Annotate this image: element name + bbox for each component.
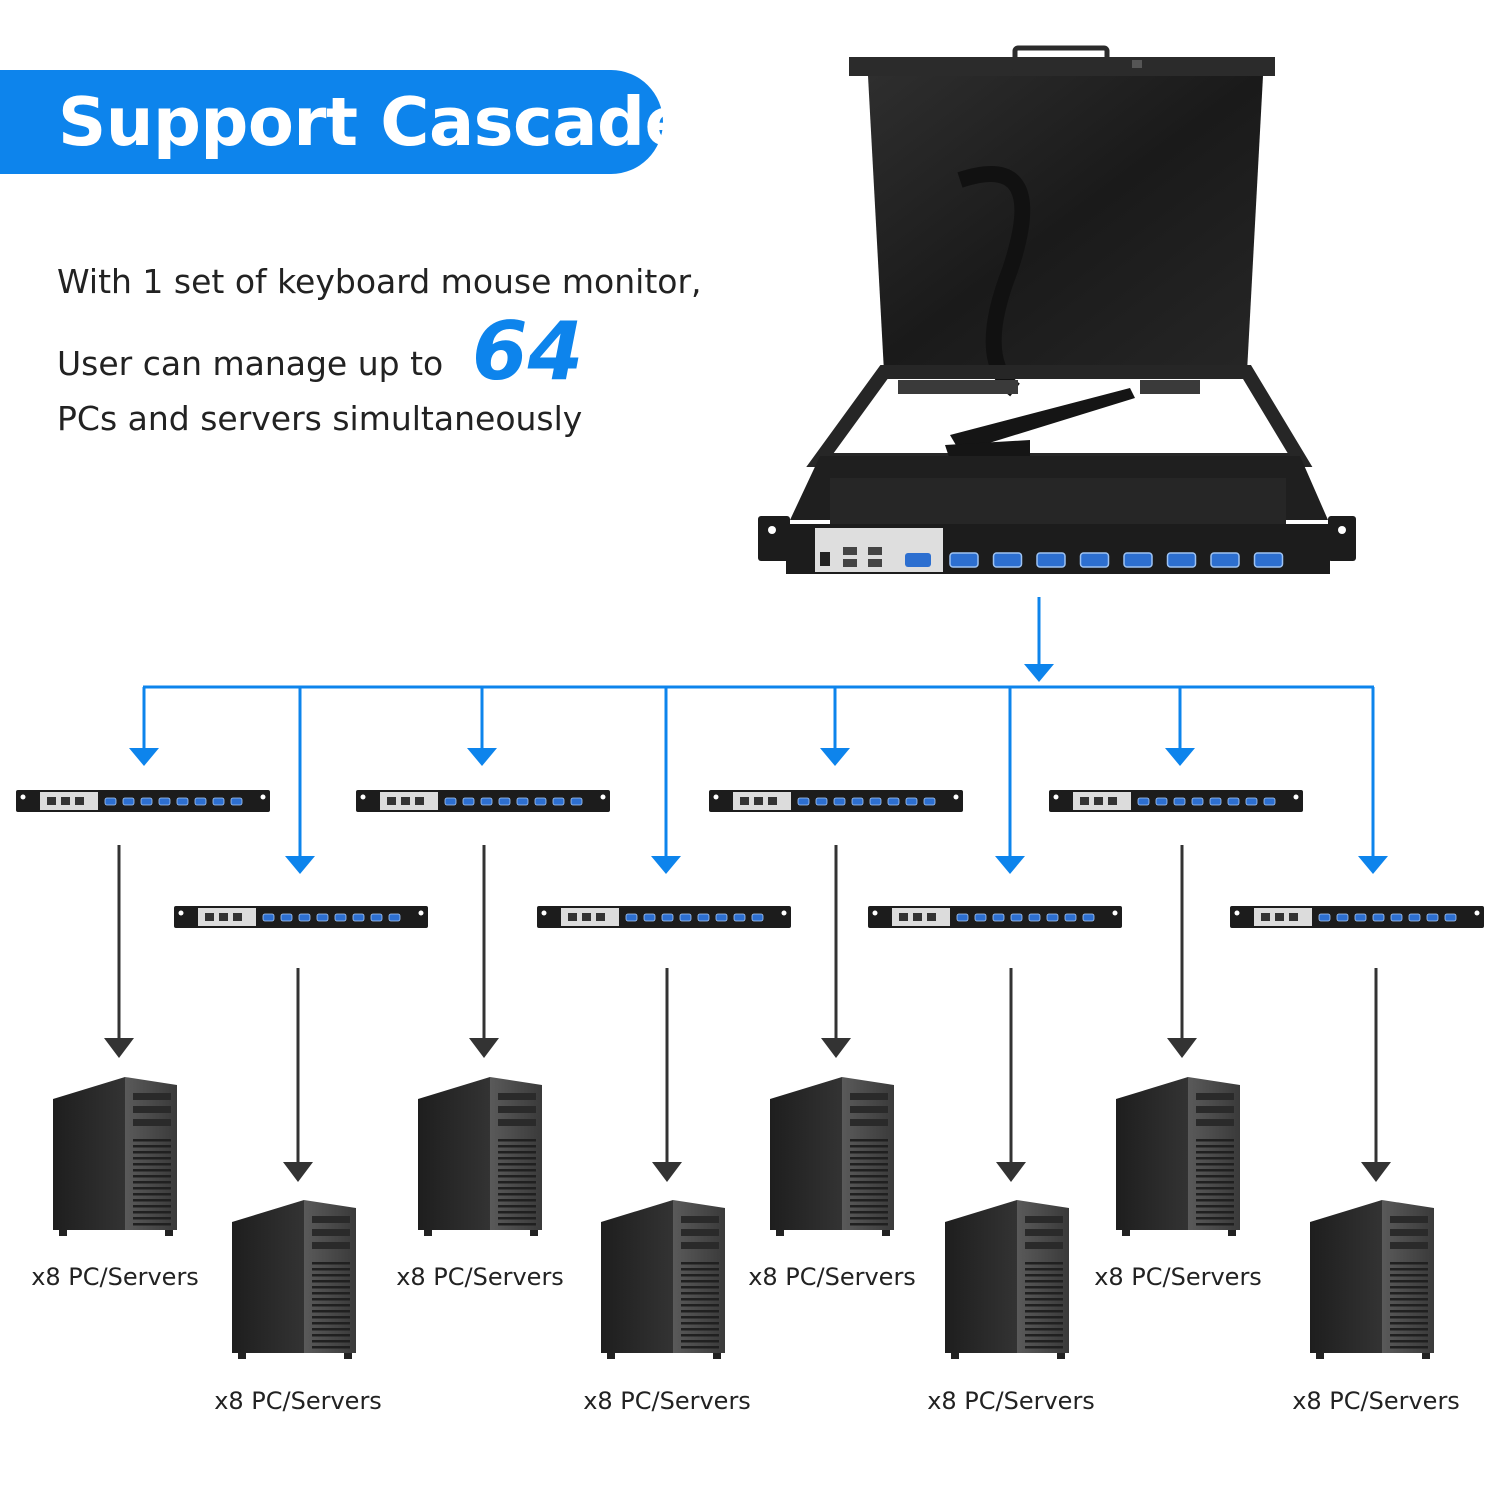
- lcd-kvm-console-icon: [758, 45, 1356, 574]
- drop-arrowhead: [1165, 748, 1195, 766]
- rackmount-kvm-switch-icon: [174, 906, 428, 928]
- tower-server-icon: [53, 1077, 177, 1236]
- rackmount-kvm-switch-icon: [537, 906, 791, 928]
- rackmount-kvm-switch-icon: [868, 906, 1122, 928]
- rackmount-kvm-switch-icon: [1049, 790, 1303, 812]
- tower-server-icon: [770, 1077, 894, 1236]
- server-link-arrowhead: [652, 1162, 682, 1182]
- server-link-arrowhead: [1361, 1162, 1391, 1182]
- connector-lines: [104, 597, 1391, 1182]
- server-count-label: x8 PC/Servers: [31, 1263, 199, 1291]
- tower-server-icon: [1310, 1200, 1434, 1359]
- drop-arrowhead: [820, 748, 850, 766]
- server-count-label: x8 PC/Servers: [1292, 1387, 1460, 1415]
- description-line-3: PCs and servers simultaneously: [57, 399, 583, 438]
- server-link-arrowhead: [1167, 1038, 1197, 1058]
- vga-port: [1079, 552, 1110, 568]
- tower-server-icon: [1116, 1077, 1240, 1236]
- drop-arrowhead: [285, 856, 315, 874]
- server-count-label: x8 PC/Servers: [583, 1387, 751, 1415]
- server-tower-group: [53, 1077, 1434, 1359]
- server-link-arrowhead: [104, 1038, 134, 1058]
- description-line-1: With 1 set of keyboard mouse monitor,: [57, 262, 702, 301]
- vga-port: [1166, 552, 1197, 568]
- title-banner: [0, 70, 663, 174]
- rackmount-kvm-switch-icon: [356, 790, 610, 812]
- tower-server-icon: [232, 1200, 356, 1359]
- server-count-label: x8 PC/Servers: [748, 1263, 916, 1291]
- server-link-arrowhead: [996, 1162, 1026, 1182]
- drop-arrowhead: [995, 856, 1025, 874]
- server-count-label: x8 PC/Servers: [396, 1263, 564, 1291]
- drop-arrowhead: [651, 856, 681, 874]
- tower-server-icon: [601, 1200, 725, 1359]
- vga-port: [1123, 552, 1153, 568]
- server-count-label: x8 PC/Servers: [214, 1387, 382, 1415]
- description-line-2: User can manage up to: [57, 344, 444, 383]
- trunk-arrowhead: [1024, 664, 1054, 682]
- server-link-arrowhead: [469, 1038, 499, 1058]
- vga-port: [1210, 552, 1240, 568]
- tower-server-icon: [945, 1200, 1069, 1359]
- cascade-switch-row: [16, 790, 1484, 928]
- drop-arrowhead: [467, 748, 497, 766]
- vga-port: [1036, 552, 1066, 568]
- highlight-number: 64: [472, 305, 584, 398]
- server-count-label: x8 PC/Servers: [927, 1387, 1095, 1415]
- vga-port: [992, 552, 1023, 568]
- vga-port: [1253, 552, 1284, 568]
- tower-server-icon: [418, 1077, 542, 1236]
- vga-port: [949, 552, 979, 568]
- server-link-arrowhead: [821, 1038, 851, 1058]
- page-title: Support Cascade: [58, 83, 690, 161]
- rackmount-kvm-switch-icon: [1230, 906, 1484, 928]
- server-link-arrowhead: [283, 1162, 313, 1182]
- rackmount-kvm-switch-icon: [709, 790, 963, 812]
- drop-arrowhead: [1358, 856, 1388, 874]
- server-count-label: x8 PC/Servers: [1094, 1263, 1262, 1291]
- rackmount-kvm-switch-icon: [16, 790, 270, 812]
- drop-arrowhead: [129, 748, 159, 766]
